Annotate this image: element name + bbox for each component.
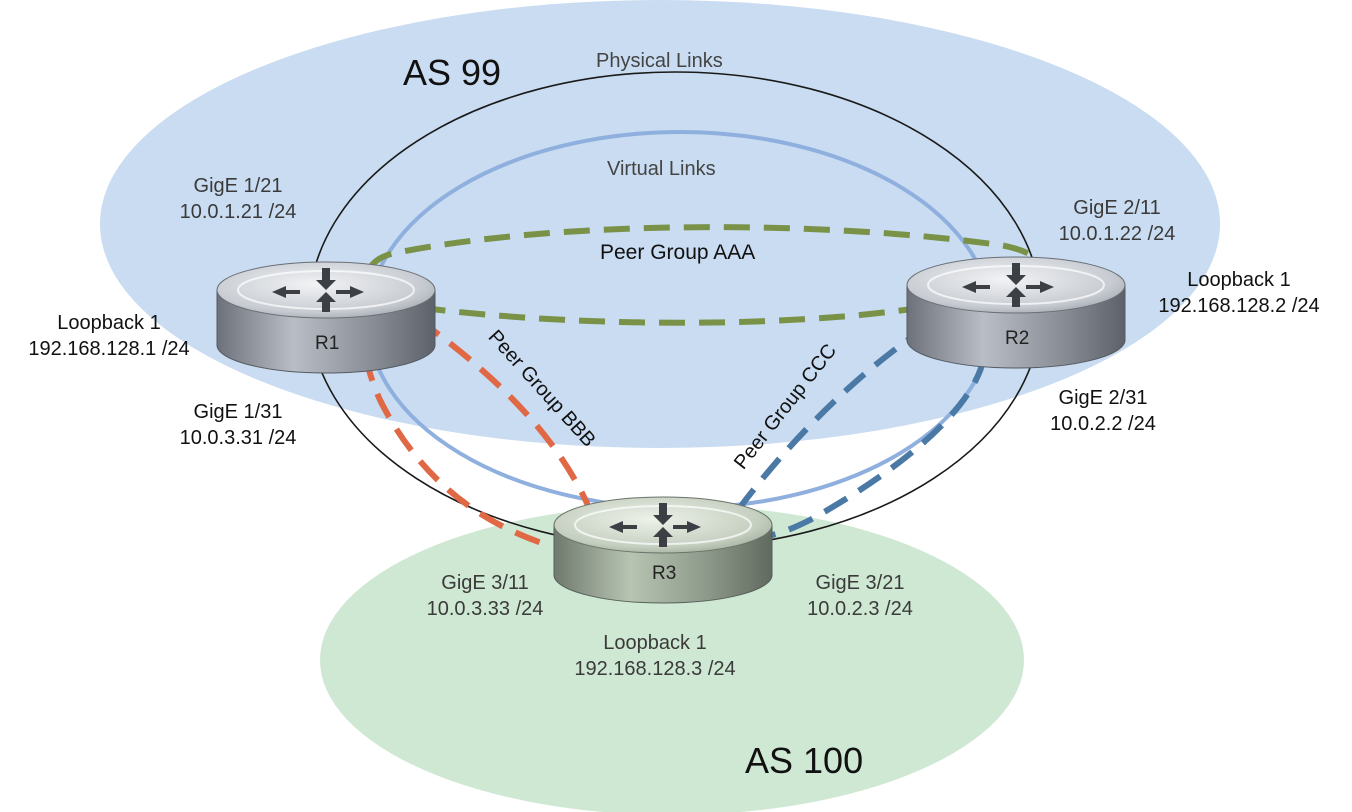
router-r1-arrows-icon bbox=[272, 268, 364, 312]
r2-iface-top-name: GigE 2/11 bbox=[1073, 197, 1161, 219]
r1-loopback-name: Loopback 1 bbox=[57, 312, 161, 334]
r3-iface-right-ip: 10.0.2.3 /24 bbox=[807, 598, 913, 620]
r1-iface-top-ip: 10.0.1.21 /24 bbox=[179, 201, 297, 223]
r1-iface-bottom-ip: 10.0.3.31 /24 bbox=[179, 427, 297, 449]
r2-iface-bottom-ip: 10.0.2.2 /24 bbox=[1050, 413, 1156, 435]
router-r3-name: R3 bbox=[652, 563, 677, 584]
r1-iface-top-name: GigE 1/21 bbox=[193, 175, 283, 197]
peer-group-ccc-session bbox=[735, 312, 989, 540]
r1-iface-bottom-name: GigE 1/31 bbox=[193, 401, 283, 423]
virtual-links-label: Virtual Links bbox=[607, 158, 716, 180]
peer-group-aaa-label: Peer Group AAA bbox=[600, 241, 756, 264]
r2-loopback-name: Loopback 1 bbox=[1187, 269, 1291, 291]
r2-iface-top-ip: 10.0.1.22 /24 bbox=[1058, 223, 1176, 245]
r1-loopback-label: Loopback 1 192.168.128.1 /24 bbox=[0, 310, 218, 362]
r2-loopback-ip: 192.168.128.2 /24 bbox=[1158, 295, 1320, 317]
r1-loopback-ip: 192.168.128.1 /24 bbox=[28, 338, 190, 360]
physical-links-label: Physical Links bbox=[596, 50, 723, 72]
r2-loopback-label: Loopback 1 192.168.128.2 /24 bbox=[1130, 267, 1348, 319]
r3-iface-right-name: GigE 3/21 bbox=[815, 572, 905, 594]
router-r1-name: R1 bbox=[315, 333, 340, 354]
as99-label: AS 99 bbox=[403, 52, 502, 93]
r2-gige-2-31-label: GigE 2/31 10.0.2.2 /24 bbox=[1028, 385, 1178, 437]
router-r1[interactable] bbox=[216, 261, 436, 374]
as100-region bbox=[320, 505, 1024, 812]
as100-label: AS 100 bbox=[745, 740, 864, 781]
router-r2-arrows-icon bbox=[962, 263, 1054, 307]
r3-loopback-name: Loopback 1 bbox=[603, 632, 707, 654]
r2-gige-2-11-label: GigE 2/11 10.0.1.22 /24 bbox=[1037, 195, 1197, 247]
router-r3[interactable] bbox=[553, 496, 773, 604]
r3-gige-3-21-label: GigE 3/21 10.0.2.3 /24 bbox=[785, 570, 935, 622]
r3-loopback-ip: 192.168.128.3 /24 bbox=[574, 658, 736, 680]
r2-iface-bottom-name: GigE 2/31 bbox=[1058, 387, 1148, 409]
router-r2-name: R2 bbox=[1005, 328, 1030, 349]
r1-gige-1-21-label: GigE 1/21 10.0.1.21 /24 bbox=[158, 173, 318, 225]
r3-iface-left-name: GigE 3/11 bbox=[441, 572, 529, 594]
r3-iface-left-ip: 10.0.3.33 /24 bbox=[426, 598, 544, 620]
router-r2[interactable] bbox=[906, 256, 1126, 369]
router-r3-arrows-icon bbox=[609, 503, 701, 547]
r3-gige-3-11-label: GigE 3/11 10.0.3.33 /24 bbox=[405, 570, 565, 622]
r3-loopback-label: Loopback 1 192.168.128.3 /24 bbox=[545, 630, 765, 682]
r1-gige-1-31-label: GigE 1/31 10.0.3.31 /24 bbox=[158, 399, 318, 451]
